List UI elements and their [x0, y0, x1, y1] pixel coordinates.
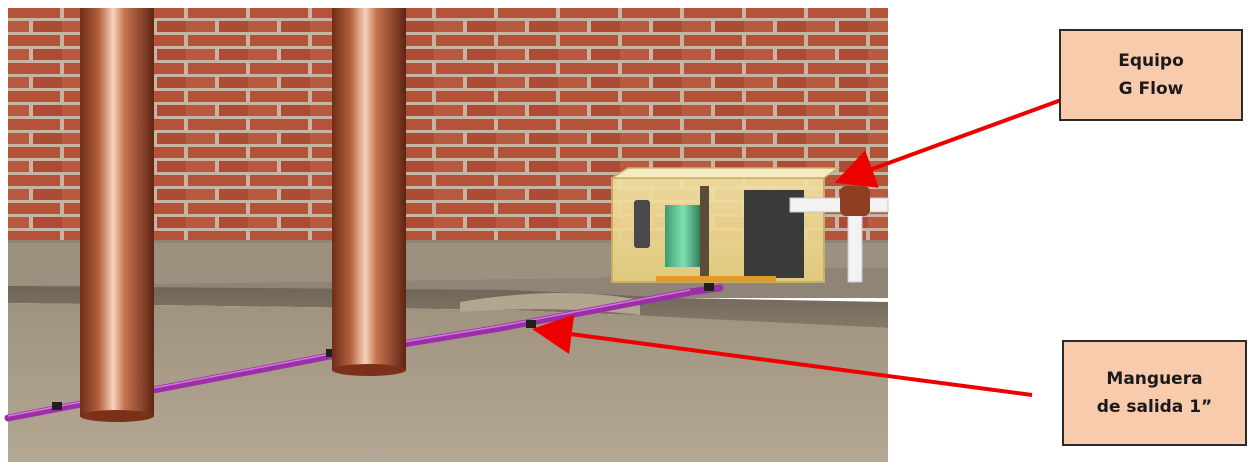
callout-outlet-hose: Manguera de salida 1” — [1062, 340, 1247, 446]
copper-pipe-right — [332, 8, 406, 370]
copper-pipe-left-base — [80, 410, 154, 422]
gflow-feet — [656, 276, 776, 282]
gflow-unit — [612, 168, 838, 282]
gflow-riser-pipe — [700, 186, 709, 278]
copper-pipe-right-base — [332, 364, 406, 376]
gflow-lid — [612, 168, 838, 178]
callout-gflow-equipment: Equipo G Flow — [1059, 29, 1243, 121]
gflow-pump — [665, 205, 701, 267]
hose-clip — [704, 283, 714, 291]
callout-hose-line1: Manguera — [1106, 365, 1202, 393]
callout-gflow-line1: Equipo — [1118, 47, 1184, 75]
pvc-pipe-vertical — [848, 210, 862, 282]
callout-gflow-line2: G Flow — [1119, 75, 1184, 103]
gflow-float — [634, 200, 650, 248]
callout-hose-line2: de salida 1” — [1097, 393, 1212, 421]
hose-clip — [52, 402, 62, 410]
hose-clip — [526, 320, 536, 328]
copper-pipe-left — [80, 8, 154, 416]
brown-coupling — [840, 186, 870, 216]
pvc-pipe-horizontal — [790, 198, 888, 212]
